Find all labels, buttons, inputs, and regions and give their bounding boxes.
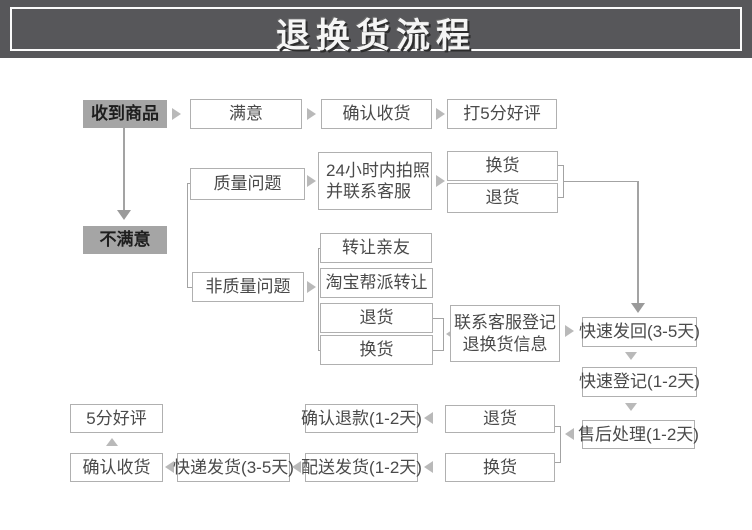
arrow-down-icon (117, 210, 131, 220)
connector-stub (433, 318, 444, 319)
arrow-up-icon (106, 438, 118, 446)
connector-stub (558, 197, 564, 198)
connector-stub (433, 350, 444, 351)
connector-bracket-left (187, 183, 188, 288)
node-photo-24h: 24小时内拍照 并联系客服 (318, 152, 432, 210)
arrow-right-icon (172, 108, 181, 120)
arrow-left-icon (565, 428, 574, 440)
node-confirm-refund: 确认退款(1-2天) (301, 404, 422, 433)
node-satisfied: 满意 (190, 99, 302, 129)
connector-bracket-bottom (560, 426, 561, 463)
node-transfer-friends: 转让亲友 (320, 233, 432, 263)
node-contact-cs-line1: 联系客服登记 (454, 313, 556, 333)
arrow-right-icon (436, 175, 445, 187)
arrow-down-icon (625, 403, 637, 411)
node-confirm-receipt-bottom: 确认收货 (70, 453, 163, 482)
arrow-left-icon (424, 461, 433, 473)
node-exchange-bottom: 换货 (445, 453, 555, 482)
connector-stub (555, 462, 561, 463)
arrow-right-icon (436, 108, 445, 120)
node-contact-cs-line2: 退换货信息 (462, 334, 548, 354)
arrow-right-icon (307, 281, 316, 293)
connector-bracket-mid (443, 318, 444, 351)
arrow-left-icon (165, 461, 174, 473)
arrow-right-icon (307, 108, 316, 120)
connector-down (637, 181, 639, 305)
header-banner: 退换货流程 (0, 0, 752, 58)
node-photo-24h-line2: 并联系客服 (326, 182, 411, 201)
node-unsatisfied: 不满意 (83, 226, 167, 254)
node-taobao-transfer: 淘宝帮派转让 (320, 268, 433, 298)
node-confirm-receipt-top: 确认收货 (321, 99, 432, 129)
connector-bracket-children (318, 248, 319, 351)
node-contact-customer-service: 联系客服登记 退换货信息 (450, 305, 560, 362)
node-express-shipping: 快递发货(3-5天) (173, 453, 294, 482)
arrow-left-icon (424, 412, 433, 424)
connector-horizontal (563, 181, 639, 182)
arrow-left-icon (292, 461, 301, 473)
node-photo-24h-line1: 24小时内拍照 (326, 160, 430, 180)
connector-stub (187, 183, 192, 184)
node-exchange-mid: 换货 (320, 335, 433, 365)
page-title: 退换货流程 (276, 17, 476, 55)
connector-stub (187, 287, 192, 288)
node-return-top: 退货 (447, 183, 558, 213)
node-five-star-review-bottom: 5分好评 (70, 404, 163, 433)
arrow-down-icon (625, 352, 637, 360)
node-return-mid: 退货 (320, 303, 433, 333)
node-five-star-review-top: 打5分好评 (447, 99, 557, 129)
node-quality-issue: 质量问题 (190, 168, 305, 200)
node-fast-return: 快速发回(3-5天) (579, 317, 700, 347)
node-exchange-top: 换货 (447, 151, 558, 181)
node-return-bottom: 退货 (445, 405, 555, 433)
node-fast-register: 快速登记(1-2天) (579, 367, 700, 397)
connector-down (123, 128, 125, 210)
connector-stub (558, 165, 564, 166)
node-delivery-shipping: 配送发货(1-2天) (301, 453, 422, 482)
arrow-down-icon (631, 303, 645, 313)
connector-stub (555, 426, 561, 427)
arrow-right-icon (565, 325, 574, 337)
header-border (10, 7, 742, 51)
node-aftersale-processing: 售后处理(1-2天) (578, 420, 699, 449)
node-received-goods: 收到商品 (83, 100, 167, 128)
node-non-quality-issue: 非质量问题 (192, 272, 304, 302)
arrow-right-icon (307, 175, 316, 187)
